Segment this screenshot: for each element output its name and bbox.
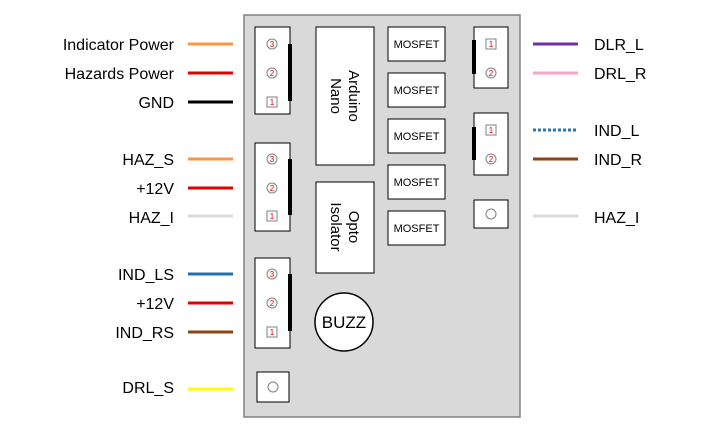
mosfet-4: MOSFET bbox=[387, 164, 446, 200]
arduino-nano: Arduino Nano bbox=[315, 26, 375, 166]
mosfet-label: MOSFET bbox=[394, 223, 440, 235]
pin-1-icon: 1 bbox=[485, 38, 497, 50]
pin-number: 2 bbox=[270, 184, 275, 193]
right-connector-1: 1 2 bbox=[472, 26, 509, 89]
label-plus12v-2: +12V bbox=[136, 296, 174, 313]
label-drl-r: DRL_R bbox=[594, 66, 646, 83]
mosfet-label: MOSFET bbox=[394, 85, 440, 97]
pin-hole-icon bbox=[267, 381, 279, 393]
label-hazards-power: Hazards Power bbox=[65, 66, 175, 83]
pin-number: 1 bbox=[270, 328, 275, 337]
label-gnd: GND bbox=[138, 95, 174, 112]
left-labels: Indicator Power Hazards Power GND HAZ_S … bbox=[63, 37, 175, 397]
mosfet-3: MOSFET bbox=[387, 118, 446, 154]
buzzer-label: BUZZ bbox=[322, 313, 366, 332]
arduino-label-line2: Nano bbox=[327, 78, 344, 114]
pin-number: 3 bbox=[270, 155, 275, 164]
left-connector-1: 3 2 1 bbox=[254, 26, 292, 115]
buzzer: BUZZ bbox=[314, 292, 374, 352]
label-plus12v-1: +12V bbox=[136, 181, 174, 198]
pin-2-icon: 2 bbox=[485, 67, 497, 79]
mosfet-1: MOSFET bbox=[387, 26, 446, 62]
label-ind-l: IND_L bbox=[594, 123, 639, 140]
arduino-label-line1: Arduino bbox=[345, 70, 362, 122]
haz-i-connector bbox=[473, 199, 509, 229]
left-connector-2: 3 2 1 bbox=[254, 142, 292, 232]
pin-number: 1 bbox=[489, 126, 494, 135]
pin-number: 2 bbox=[489, 69, 494, 78]
pin-number: 2 bbox=[270, 299, 275, 308]
pin-number: 3 bbox=[270, 40, 275, 49]
pin-2-icon: 2 bbox=[266, 182, 278, 194]
label-ind-rs: IND_RS bbox=[115, 325, 174, 342]
mosfet-5: MOSFET bbox=[387, 210, 446, 246]
pin-1-icon: 1 bbox=[485, 124, 497, 136]
pin-number: 1 bbox=[270, 212, 275, 221]
pin-2-icon: 2 bbox=[266, 67, 278, 79]
pin-number: 2 bbox=[489, 155, 494, 164]
pin-number: 2 bbox=[270, 69, 275, 78]
pin-2-icon: 2 bbox=[266, 297, 278, 309]
pin-number: 3 bbox=[270, 270, 275, 279]
pin-number: 1 bbox=[489, 40, 494, 49]
pin-number: 1 bbox=[270, 98, 275, 107]
right-labels: DLR_L DRL_R IND_L IND_R HAZ_I bbox=[594, 37, 646, 227]
right-wires bbox=[533, 42, 578, 218]
drl-s-connector bbox=[256, 371, 290, 403]
pin-hole-icon bbox=[485, 208, 497, 220]
label-haz-i-left: HAZ_I bbox=[129, 210, 174, 227]
mosfet-label: MOSFET bbox=[394, 131, 440, 143]
label-indicator-power: Indicator Power bbox=[63, 37, 175, 54]
pin-3-icon: 3 bbox=[266, 268, 278, 280]
mosfet-label: MOSFET bbox=[394, 39, 440, 51]
pin-1-icon: 1 bbox=[266, 326, 278, 338]
pin-3-icon: 3 bbox=[266, 153, 278, 165]
label-haz-s: HAZ_S bbox=[122, 152, 174, 169]
label-drl-s: DRL_S bbox=[122, 380, 174, 397]
pin-1-icon: 1 bbox=[266, 210, 278, 222]
opto-isolator: Opto Isolator bbox=[315, 181, 375, 274]
pin-3-icon: 3 bbox=[266, 38, 278, 50]
mosfet-2: MOSFET bbox=[387, 72, 446, 108]
label-haz-i-right: HAZ_I bbox=[594, 210, 639, 227]
label-ind-r: IND_R bbox=[594, 152, 642, 169]
right-connector-2: 1 2 bbox=[472, 112, 509, 176]
opto-label-line1: Opto bbox=[345, 211, 362, 244]
opto-label-line2: Isolator bbox=[327, 202, 344, 251]
label-dlr-l: DLR_L bbox=[594, 37, 644, 54]
label-ind-ls: IND_LS bbox=[118, 267, 174, 284]
pin-2-icon: 2 bbox=[485, 153, 497, 165]
mosfet-label: MOSFET bbox=[394, 177, 440, 189]
left-wires bbox=[188, 42, 233, 391]
pin-1-icon: 1 bbox=[266, 96, 278, 108]
left-connector-3: 3 2 1 bbox=[254, 257, 292, 349]
